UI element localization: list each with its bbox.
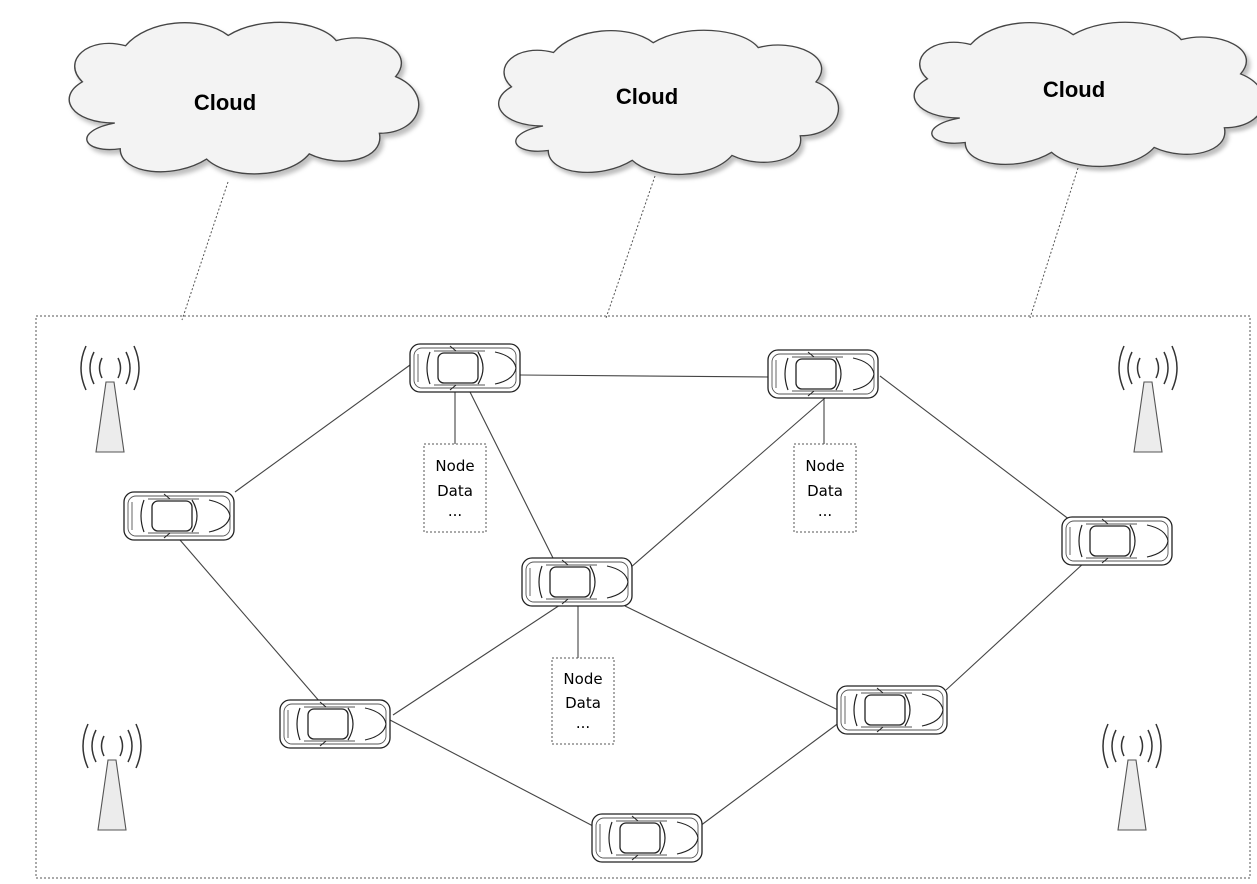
tower-icon xyxy=(1118,345,1178,453)
car-icon xyxy=(279,699,391,749)
link xyxy=(179,539,321,703)
network-region-border xyxy=(35,315,1251,879)
cloud-connector-1 xyxy=(181,181,229,321)
link xyxy=(629,397,826,569)
link xyxy=(519,374,771,378)
tower-icon xyxy=(80,345,140,453)
node-data-line: ... xyxy=(818,502,832,520)
link xyxy=(699,721,841,827)
link xyxy=(469,391,556,563)
car-icon xyxy=(521,557,633,607)
vehicle-links xyxy=(179,364,1086,827)
node-data-line: Node xyxy=(563,670,602,688)
node-data-line: Data xyxy=(437,482,473,500)
cloud-connectors xyxy=(181,167,1079,321)
car-icon xyxy=(836,685,948,735)
node-data-line: ... xyxy=(448,502,462,520)
cloud-connector-3 xyxy=(1029,167,1079,319)
cloud-connector-2 xyxy=(605,175,656,319)
node-data-box-2: Node Data ... xyxy=(793,443,857,533)
car-icon xyxy=(123,491,235,541)
tower-icon xyxy=(1102,723,1162,831)
car-icon xyxy=(591,813,703,863)
node-data-box-3: Node Data ... xyxy=(551,657,615,745)
car-icon xyxy=(409,343,521,393)
node-data-connectors xyxy=(454,385,825,658)
link xyxy=(945,561,1086,691)
cloud-label-2: Cloud xyxy=(616,84,678,109)
car-icon xyxy=(1061,516,1173,566)
node-data-line: Node xyxy=(435,457,474,475)
cloud-label-3: Cloud xyxy=(1043,77,1105,102)
link xyxy=(389,719,594,827)
node-data-line: ... xyxy=(576,714,590,732)
node-data-line: Data xyxy=(565,694,601,712)
cloud-label-1: Cloud xyxy=(194,90,256,115)
node-data-line: Data xyxy=(807,482,843,500)
node-data-box-1: Node Data ... xyxy=(423,443,487,533)
car-icon xyxy=(767,349,879,399)
link xyxy=(234,364,411,493)
link xyxy=(624,605,839,711)
tower-icon xyxy=(82,723,142,831)
link xyxy=(392,604,561,716)
node-data-line: Node xyxy=(805,457,844,475)
link xyxy=(879,375,1071,521)
